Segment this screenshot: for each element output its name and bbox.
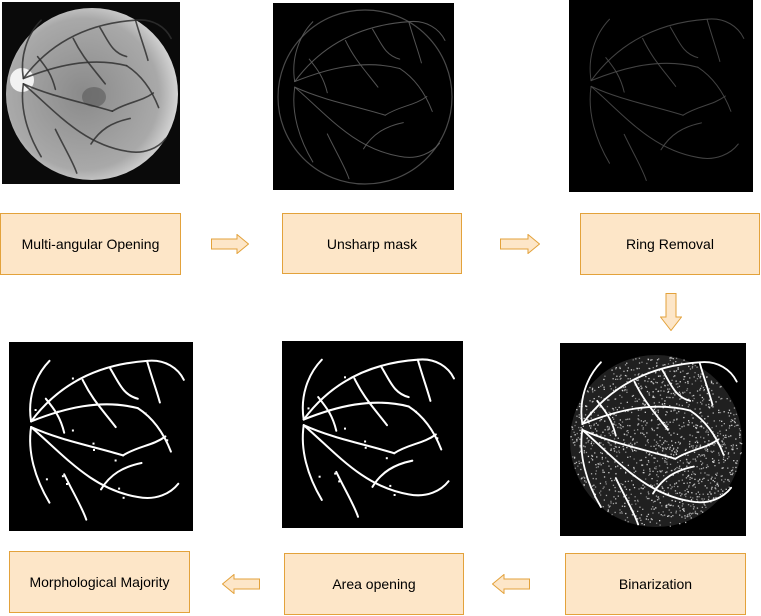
step-area-opening: Area opening: [284, 553, 464, 615]
left-arrow-icon: [492, 574, 530, 594]
binarization-result-image: [560, 343, 746, 536]
step-multi-angular-opening: Multi-angular Opening: [0, 213, 181, 275]
step-unsharp-mask: Unsharp mask: [282, 213, 462, 274]
down-arrow-icon: [660, 293, 682, 331]
morphological-majority-result-image: [9, 342, 193, 531]
right-arrow-icon: [500, 234, 540, 254]
step-binarization: Binarization: [565, 553, 746, 615]
ring-removal-result-image: [569, 0, 753, 192]
step-morphological-majority: Morphological Majority: [9, 551, 190, 613]
right-arrow-icon: [211, 234, 249, 254]
area-opening-result-image: [282, 341, 463, 528]
unsharp-mask-result-image: [273, 3, 454, 190]
step-ring-removal: Ring Removal: [580, 213, 760, 275]
left-arrow-icon: [222, 574, 260, 594]
original-fundus-image: [2, 2, 180, 184]
